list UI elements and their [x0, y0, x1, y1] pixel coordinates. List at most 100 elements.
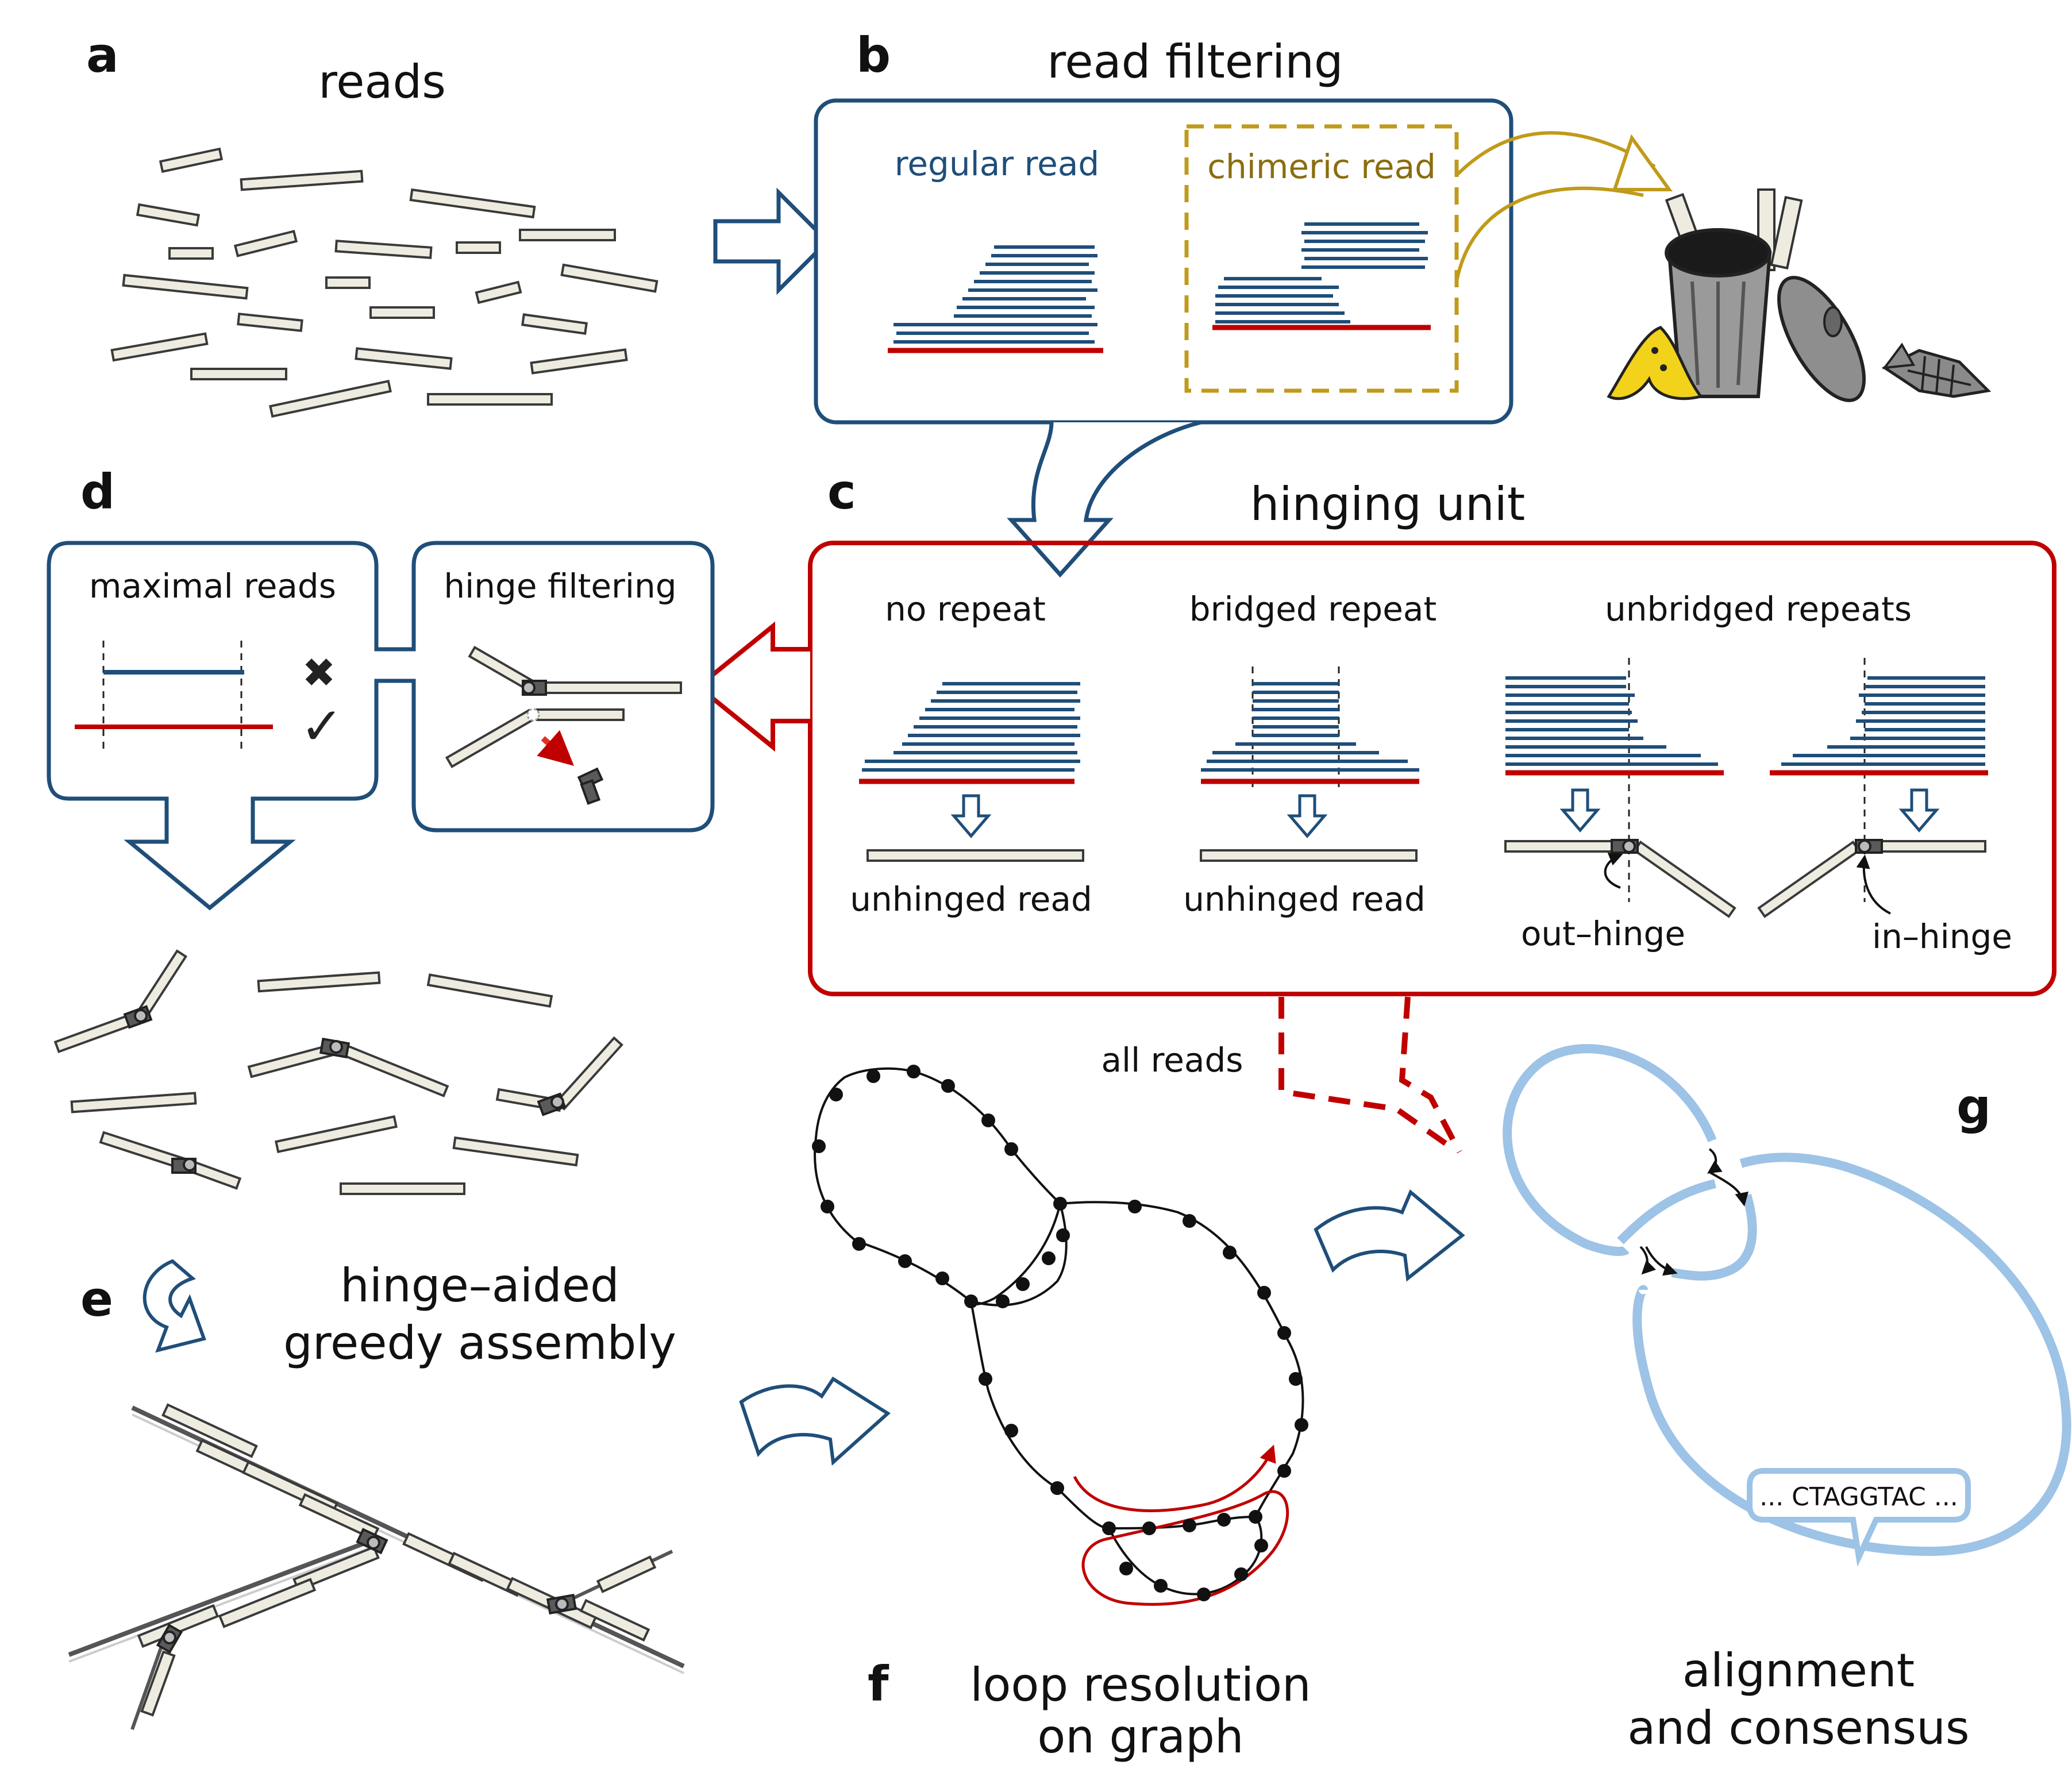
panel-f-label: f: [868, 1656, 889, 1712]
out-hinge-pointer: [1604, 853, 1623, 889]
down-arrow: [1898, 788, 1940, 833]
unhinged-read-bar: [866, 849, 1084, 862]
arrow-f-to-g: [1314, 1189, 1465, 1282]
check-icon: ✓: [300, 696, 343, 757]
panel-a-title: reads: [318, 55, 446, 109]
panel-e-title-line2: greedy assembly: [283, 1316, 676, 1370]
arrow-b-to-c: [1007, 420, 1201, 578]
panel-g-label: g: [1957, 1078, 1991, 1135]
curved-arrow-d-to-e: [143, 1259, 206, 1353]
read: [530, 348, 628, 375]
chimeric-read-box: [1184, 124, 1459, 393]
read: [110, 332, 209, 362]
read: [122, 273, 249, 300]
fish-bone-icon: [1882, 342, 1992, 398]
down-arrow: [1287, 794, 1328, 838]
scattered-reads: [110, 147, 658, 418]
in-hinge-label: in–hinge: [1872, 917, 2012, 956]
out-hinge-label: out–hinge: [1521, 914, 1685, 953]
banana-peel-icon: [1607, 326, 1704, 400]
discard-arrow-2: [1455, 186, 1644, 282]
panel-f-title-line2: on graph: [1037, 1710, 1243, 1763]
panel-b: b read filtering regular read chimeric r…: [814, 27, 1673, 425]
panel-a: a reads: [86, 27, 830, 418]
chimeric-read-pileup: [1212, 222, 1431, 330]
read: [560, 263, 658, 293]
unbridged-repeats-label: unbridged repeats: [1605, 589, 1912, 629]
in-hinge-pileup: [1770, 658, 1988, 902]
down-arrow: [1559, 788, 1601, 833]
read: [237, 313, 303, 332]
panel-g: g alignment and consensus ... CTAGGTAC .…: [1503, 1044, 2071, 1755]
read: [456, 241, 501, 254]
maximal-and-hinge-filtering-box: [47, 541, 715, 911]
read: [190, 368, 287, 380]
panel-g-title-line1: alignment: [1682, 1644, 1915, 1697]
panel-f: f loop resolution on graph all reads: [812, 1041, 1465, 1763]
unhinged-read-label-1: unhinged read: [850, 880, 1092, 919]
out-hinge-read: [1504, 839, 1736, 918]
hinging-unit-box: [808, 541, 2056, 996]
read: [521, 313, 588, 335]
no-repeat-label: no repeat: [885, 589, 1046, 629]
chimeric-read-label: chimeric read: [1207, 147, 1436, 186]
panel-e-title-line1: hinge–aided: [340, 1259, 619, 1312]
read: [519, 229, 616, 241]
panel-f-title-line1: loop resolution: [970, 1658, 1311, 1712]
unhinged-read-bar: [1200, 849, 1418, 862]
maximal-reads-label: maximal reads: [89, 567, 336, 606]
in-hinge-read: [1757, 839, 1986, 918]
panel-g-title-line2: and consensus: [1627, 1701, 1969, 1755]
read: [325, 276, 371, 289]
down-arrow: [950, 794, 992, 838]
read: [269, 379, 392, 418]
all-reads-label: all reads: [1101, 1041, 1243, 1080]
read: [475, 280, 522, 305]
consensus-graph: [1503, 1044, 2071, 1556]
bridged-repeat-label: bridged repeat: [1189, 589, 1436, 629]
read: [159, 147, 224, 173]
read: [427, 393, 553, 406]
panel-c-title: hinging unit: [1250, 477, 1526, 531]
greedy-assembly-graph: [68, 1403, 685, 1730]
panel-d: d maximal reads ✖ ✓ hinge filtering: [47, 464, 715, 911]
out-hinge-pileup: [1505, 658, 1724, 902]
consensus-callout: [1747, 1468, 1971, 1567]
consensus-sequence: ... CTAGGTAC ...: [1759, 1482, 1958, 1512]
panel-b-title: read filtering: [1047, 35, 1343, 88]
unhinged-read-label-2: unhinged read: [1183, 880, 1426, 919]
read: [168, 247, 214, 260]
arrow-e-to-f: [739, 1376, 891, 1466]
read: [369, 306, 435, 319]
arrow-a-to-b: [713, 187, 830, 295]
in-hinge-pointer: [1856, 854, 1891, 915]
regular-read-pileup: [888, 245, 1103, 353]
dashed-arrow-c-to-g-1: [1278, 997, 1455, 1152]
panel-c-label: c: [827, 464, 856, 520]
panel-d-label: d: [80, 464, 115, 520]
discard-arrowhead: [1612, 134, 1673, 191]
regular-read-label: regular read: [895, 144, 1099, 183]
read: [355, 347, 453, 370]
panel-a-label: a: [86, 27, 119, 83]
panel-c: c hinging unit no repeat unhinged read b…: [694, 420, 2056, 1154]
bridged-repeat-pileup: [1201, 666, 1419, 787]
read: [240, 169, 364, 191]
dashed-arrow-c-to-g-2: [1399, 996, 1462, 1154]
trash-can-icon: [1665, 188, 1866, 402]
cross-icon: ✖: [302, 649, 336, 696]
panel-e-label: e: [80, 1271, 113, 1327]
panel-b-label: b: [856, 27, 891, 83]
arrow-c-to-d: [694, 621, 810, 752]
read: [233, 230, 298, 257]
assembly-graph: [812, 1065, 1308, 1606]
hinge-filtering-label: hinge filtering: [444, 567, 676, 606]
read: [409, 188, 536, 219]
hinge-filtering-reads: [445, 645, 682, 805]
panel-e: e hinge–aided greedy assembly: [68, 1259, 891, 1730]
read: [136, 203, 201, 227]
read: [334, 240, 433, 259]
no-repeat-pileup: [859, 682, 1080, 784]
hinged-reads-output: [53, 949, 623, 1195]
